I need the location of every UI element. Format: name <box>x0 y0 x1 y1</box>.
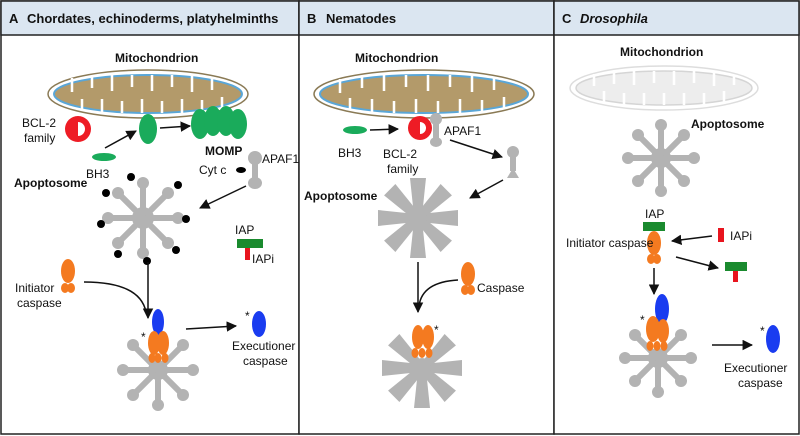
mitochondrion-a-label: Mitochondrion <box>115 51 198 65</box>
bh3-b-label: BH3 <box>338 146 362 160</box>
cytc-label: Cyt c <box>199 163 226 177</box>
bh3-a <box>92 153 116 161</box>
bcl2-b-label-1: BCL-2 <box>383 147 417 161</box>
mitochondrion-b-label: Mitochondrion <box>355 51 438 65</box>
star-a-1: * <box>141 330 146 344</box>
arrow-bh3-bax <box>104 130 137 149</box>
initiator-a-label-2: caspase <box>17 296 62 310</box>
arrow-executioner-release-a <box>185 321 238 332</box>
bax-bak-a <box>139 114 157 144</box>
apoptosome-b-label: Apoptosome <box>304 189 378 203</box>
iap-complex-a <box>237 239 263 260</box>
panel-c-letter: C <box>562 11 572 26</box>
executioner-caspase-a <box>252 311 266 337</box>
momp-label: MOMP <box>205 144 242 158</box>
star-c-2: * <box>760 324 765 338</box>
caspase-b-label: Caspase <box>477 281 525 295</box>
apoptosome-c-label: Apoptosome <box>691 117 765 131</box>
mitochondrion-a: Mitochondrion <box>47 51 249 119</box>
executioner-on-apoptosome-a <box>152 309 164 335</box>
arrow-bax-momp <box>159 121 192 132</box>
apaf1-b-label: APAF1 <box>444 124 481 138</box>
panel-a-letter: A <box>9 11 19 26</box>
bcl2-b <box>408 116 432 140</box>
panel-c-header <box>553 0 800 36</box>
apoptosome-active-a <box>117 331 199 411</box>
initiator-c-label: Initiator caspase <box>566 236 654 250</box>
apoptosome-active-c <box>619 316 697 398</box>
bcl2-a-label-2: family <box>24 131 55 145</box>
initiator-a-label-1: Initiator <box>15 281 54 295</box>
panel-a-title: Chordates, echinoderms, platyhelminths <box>27 11 278 26</box>
executioner-a-label-2: caspase <box>243 354 288 368</box>
apoptosome-a <box>97 173 190 265</box>
bh3-b <box>343 126 367 134</box>
star-b: * <box>434 323 439 337</box>
executioner-caspase-c <box>766 325 780 353</box>
star-c-1: * <box>640 313 645 327</box>
bcl2-a: BCL-2 family <box>22 116 91 145</box>
arrow-initiator-merge-a <box>83 281 147 313</box>
iapi-c <box>718 228 724 242</box>
arrow-iapi-c <box>670 234 713 246</box>
iap-c-label: IAP <box>645 207 664 221</box>
executioner-a-label-1: Executioner <box>232 339 295 353</box>
panel-a-header <box>0 0 300 36</box>
apoptosome-active-b <box>382 325 462 408</box>
bcl2-a-label-1: BCL-2 <box>22 116 56 130</box>
arrow-apaf-apoptosome-b <box>469 179 504 199</box>
arrow-bh3-bcl2-b <box>369 124 400 135</box>
arrow-iap-release-c <box>675 256 720 271</box>
panel-b-header <box>298 0 555 36</box>
arrow-apaf-apoptosome-a <box>199 185 247 209</box>
panel-c-title: Drosophila <box>580 11 648 26</box>
apaf1-a <box>248 151 262 189</box>
apaf1-a-label: APAF1 <box>262 152 299 166</box>
apoptosome-a-label: Apoptosome <box>14 176 88 190</box>
cytc-molecule <box>236 167 246 173</box>
apaf1-b-free <box>507 146 519 178</box>
executioner-c-label-2: caspase <box>738 376 783 390</box>
arrow-caspase-merge-b <box>418 279 459 307</box>
mitochondrion-b: Mitochondrion <box>313 51 535 119</box>
iap-complex-c <box>725 262 747 282</box>
iap-a-label: IAP <box>235 223 254 237</box>
bcl2-b-label-2: family <box>387 162 418 176</box>
initiator-caspase-a <box>61 259 75 293</box>
star-a-2: * <box>245 309 250 323</box>
arrow-release-apaf1-b <box>449 139 503 160</box>
initiator-caspase-c <box>647 231 661 264</box>
apoptosome-c <box>622 119 700 197</box>
panel-b-title: Nematodes <box>326 11 396 26</box>
iapi-c-label: IAPi <box>730 229 752 243</box>
iapi-a-label: IAPi <box>252 252 274 266</box>
iap-c <box>643 222 665 231</box>
bh3-a-label: BH3 <box>86 167 110 181</box>
apaf1-b-bound <box>430 113 442 147</box>
panel-b-letter: B <box>307 11 316 26</box>
executioner-on-apoptosome-c <box>655 294 669 324</box>
apoptosome-b <box>378 178 458 258</box>
mitochondrion-c-label: Mitochondrion <box>620 45 703 59</box>
caspase-b <box>461 262 475 295</box>
mitochondrion-c: Mitochondrion <box>569 45 759 111</box>
momp-oligomer <box>191 106 247 139</box>
executioner-c-label-1: Executioner <box>724 361 787 375</box>
